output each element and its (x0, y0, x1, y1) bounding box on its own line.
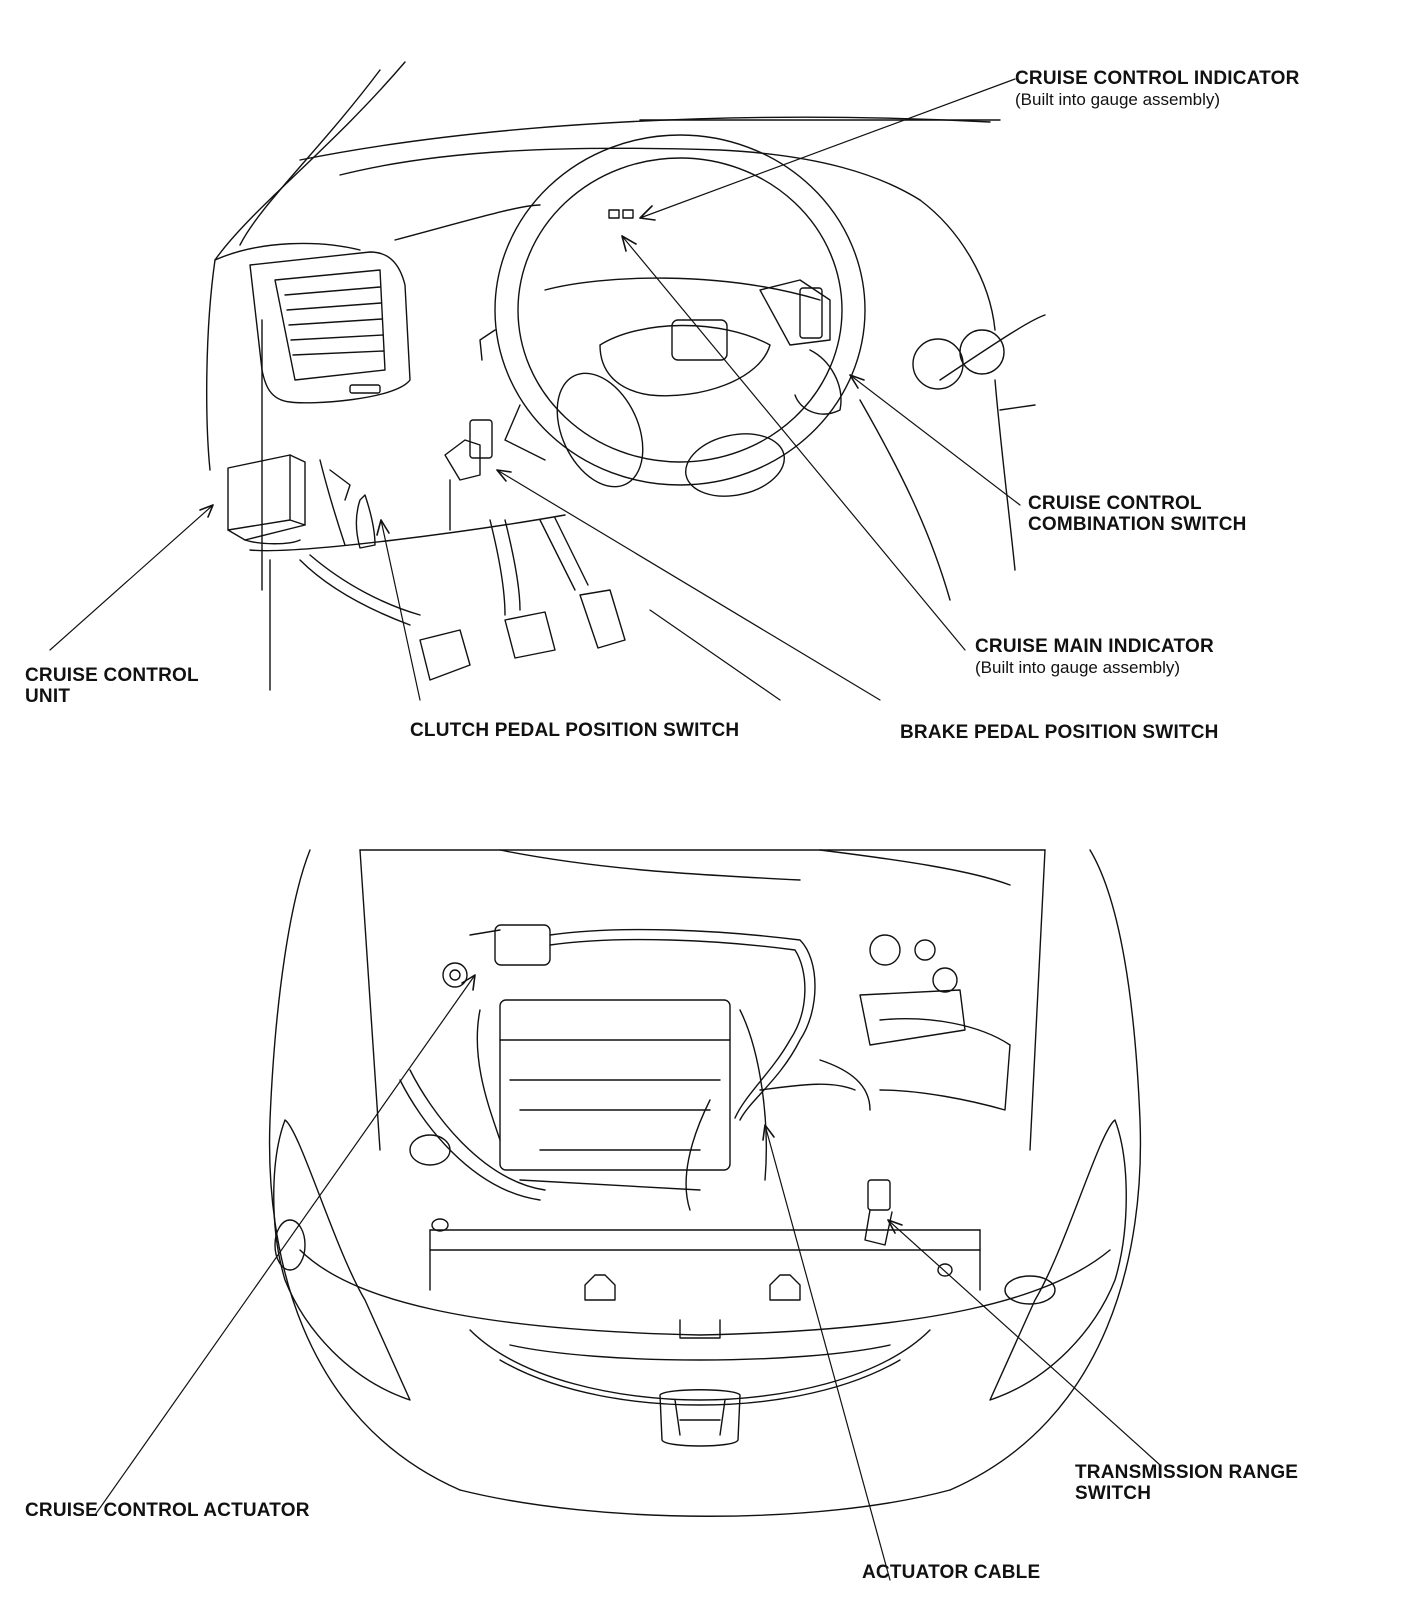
cruise-control-unit-line1: CRUISE CONTROL (25, 665, 199, 686)
cruise-main-indicator-label: CRUISE MAIN INDICATOR (Built into gauge … (975, 636, 1214, 678)
leader-lines-upper (49, 78, 1021, 701)
brake-pedal-position-switch-label: BRAKE PEDAL POSITION SWITCH (900, 722, 1219, 743)
brake-pedal-position-switch-text: BRAKE PEDAL POSITION SWITCH (900, 722, 1219, 743)
leader-lines-lower (94, 974, 1161, 1581)
cruise-control-combination-switch-label: CRUISE CONTROL COMBINATION SWITCH (1028, 493, 1247, 535)
cruise-main-indicator-note: (Built into gauge assembly) (975, 658, 1181, 677)
honda-emblem (659, 1389, 741, 1447)
transmission-range-switch-line1: TRANSMISSION RANGE (1075, 1462, 1299, 1483)
cruise-control-unit-line2: UNIT (25, 686, 71, 707)
cruise-control-indicator-label: CRUISE CONTROL INDICATOR (Built into gau… (1015, 68, 1300, 110)
cruise-control-unit-label: CRUISE CONTROL UNIT (25, 665, 199, 707)
clutch-pedal-position-switch-text: CLUTCH PEDAL POSITION SWITCH (410, 720, 740, 741)
actuator-cable-text: ACTUATOR CABLE (862, 1562, 1041, 1583)
combination-switch-illustration (759, 279, 842, 415)
steering-wheel (494, 134, 866, 497)
cruise-control-actuator-label: CRUISE CONTROL ACTUATOR (25, 1500, 310, 1521)
cruise-control-indicator-title: CRUISE CONTROL INDICATOR (1015, 68, 1300, 89)
actuator-cable-label: ACTUATOR CABLE (862, 1562, 1040, 1583)
cruise-control-indicator-note: (Built into gauge assembly) (1015, 90, 1221, 109)
cruise-control-unit-box (227, 454, 306, 545)
air-vent (249, 251, 411, 404)
combination-switch-line2: COMBINATION SWITCH (1028, 514, 1247, 535)
transmission-range-switch-label: TRANSMISSION RANGE SWITCH (1075, 1462, 1298, 1504)
cruise-control-actuator-text: CRUISE CONTROL ACTUATOR (25, 1500, 310, 1521)
dashboard-illustration (206, 61, 1046, 691)
engine-bay-illustration (268, 849, 1142, 1517)
combination-switch-line1: CRUISE CONTROL (1028, 493, 1202, 514)
clutch-pedal-position-switch-label: CLUTCH PEDAL POSITION SWITCH (410, 720, 739, 741)
cruise-main-indicator-title: CRUISE MAIN INDICATOR (975, 636, 1214, 657)
transmission-range-switch-line2: SWITCH (1075, 1483, 1152, 1504)
